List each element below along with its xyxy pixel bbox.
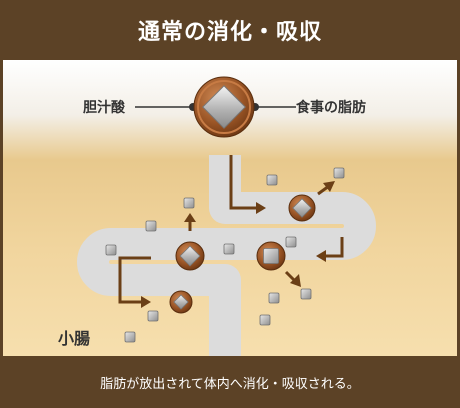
- particle-icon: [147, 310, 159, 322]
- particle-icon: [300, 288, 312, 300]
- illustration-panel: 胆汁酸 食事の脂肪: [3, 60, 457, 356]
- footer-caption: 脂肪が放出されて体内へ消化・吸収される。: [100, 376, 360, 392]
- particle-icon: [259, 314, 271, 326]
- dietary-fat-pointer: [251, 103, 296, 111]
- fat-droplet-icon: [169, 290, 193, 314]
- fat-droplet-icon: [175, 241, 205, 271]
- flow-arrow-icon: [184, 213, 196, 231]
- particle-icon: [223, 243, 235, 255]
- particle-icon: [333, 167, 345, 179]
- particle-icon: [183, 197, 195, 209]
- bile-acid-label: 胆汁酸: [83, 99, 126, 116]
- header-bar: 通常の消化・吸収: [0, 0, 460, 60]
- footer-bar: 脂肪が放出されて体内へ消化・吸収される。: [0, 356, 460, 408]
- flow-arrow-icon: [317, 181, 335, 196]
- small-intestine-label: 小腸: [58, 329, 90, 348]
- page-title: 通常の消化・吸収: [137, 20, 322, 45]
- fat-droplet-icon: [288, 194, 316, 222]
- dietary-fat-label: 食事の脂肪: [296, 99, 366, 116]
- particle-icon: [266, 174, 278, 186]
- fat-droplet-cube-icon: [256, 241, 286, 271]
- flow-arrow-icon: [229, 155, 266, 214]
- flow-arrow-icon: [316, 237, 344, 262]
- particle-icon: [285, 236, 297, 248]
- flow-arrow-icon: [284, 270, 301, 287]
- particle-icon: [268, 292, 280, 304]
- digestion-illustration: 胆汁酸 食事の脂肪: [58, 76, 376, 356]
- bile-acid-pointer: [135, 103, 197, 111]
- flow-arrow-icon: [118, 256, 151, 308]
- particle-icon: [105, 244, 117, 256]
- particle-icon: [124, 331, 136, 343]
- particle-icon: [145, 220, 157, 232]
- fat-droplet-large-icon: [193, 76, 255, 138]
